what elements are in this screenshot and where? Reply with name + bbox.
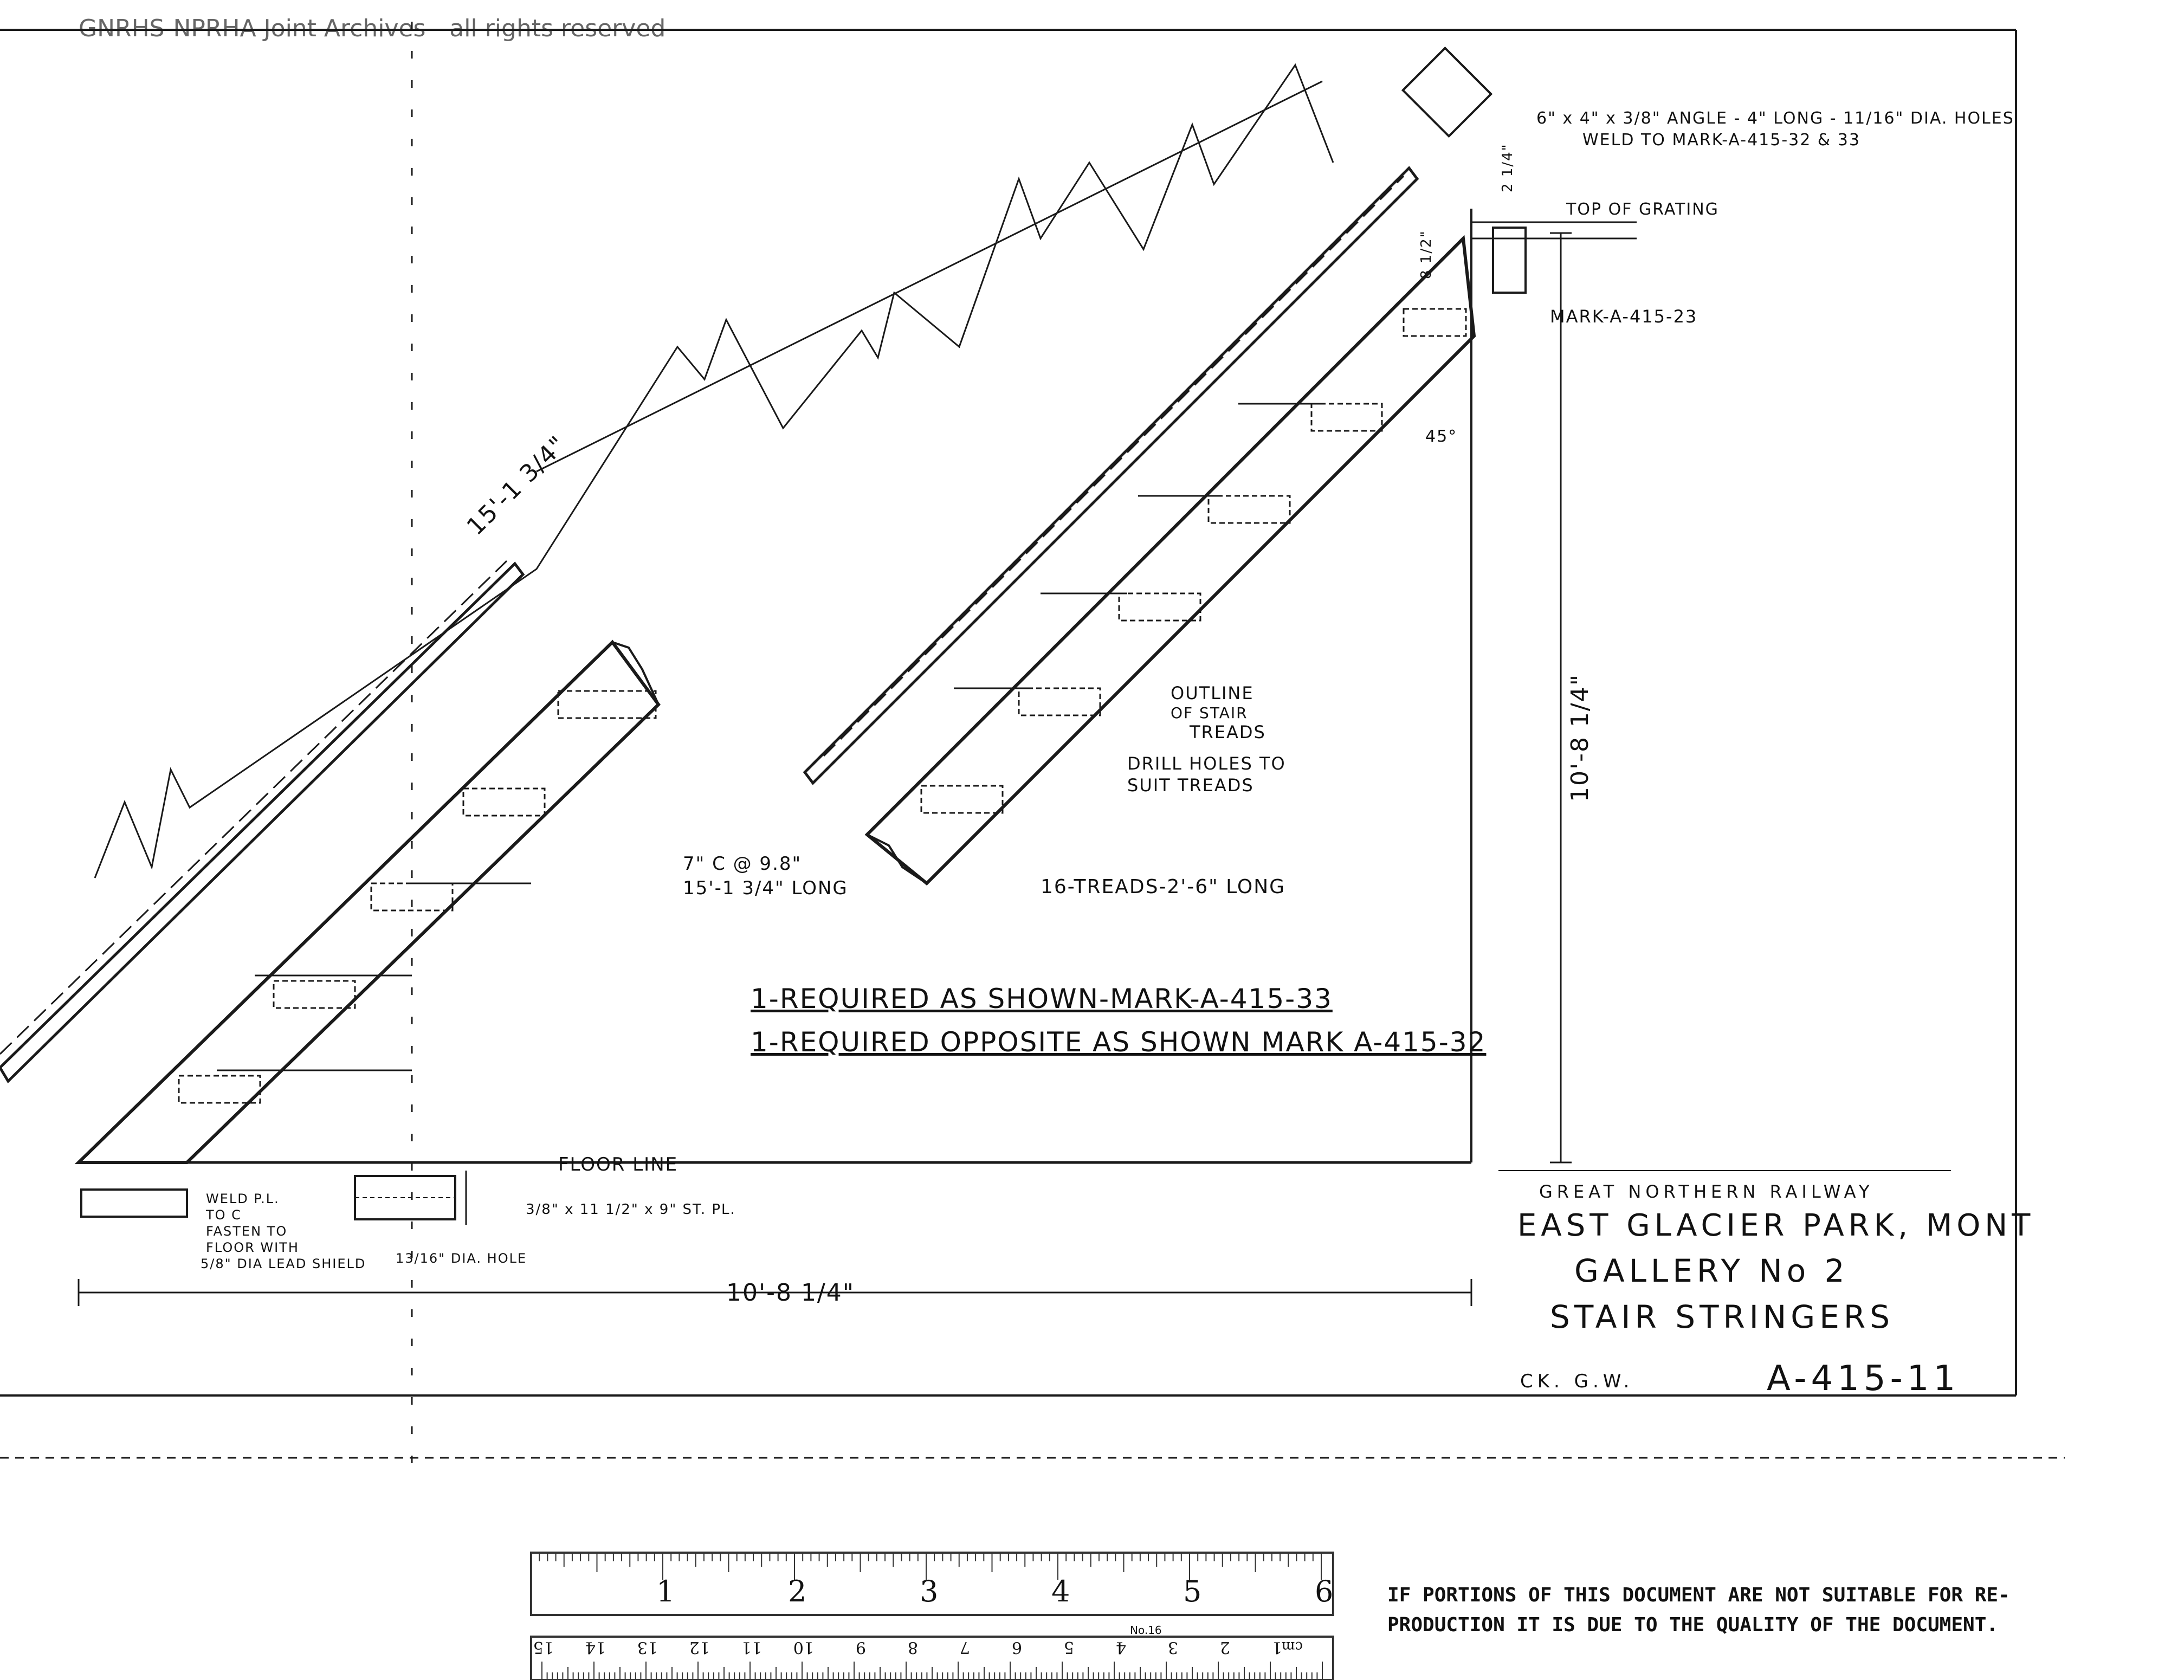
- ruler-cm-number: 9: [856, 1638, 866, 1657]
- floor-line: [79, 209, 1472, 1164]
- location: EAST GLACIER PARK, MONT: [1517, 1208, 2034, 1243]
- ruler-cm-number: 3: [1168, 1638, 1178, 1657]
- ruler-inch-number: 4: [1051, 1574, 1070, 1608]
- stringer-left: [0, 560, 661, 1164]
- weld-note-5: 5/8" DIA LEAD SHIELD: [201, 1256, 366, 1271]
- drawing-subject: STAIR STRINGERS: [1550, 1298, 1894, 1335]
- required-as-shown: 1-REQUIRED AS SHOWN-MARK-A-415-33: [751, 983, 1333, 1015]
- ruler-model: No.16: [1130, 1624, 1162, 1637]
- mark-23-label: MARK-A-415-23: [1550, 306, 1697, 327]
- required-opposite: 1-REQUIRED OPPOSITE AS SHOWN MARK A-415-…: [751, 1026, 1486, 1058]
- treads-right: [920, 308, 1467, 814]
- ruler-cm-number: 10: [793, 1638, 814, 1657]
- floor-line-label: FLOOR LINE: [558, 1154, 678, 1175]
- title-block: GREAT NORTHERN RAILWAY EAST GLACIER PARK…: [1498, 1170, 2034, 1399]
- ruler-inch-number: 6: [1315, 1574, 1333, 1608]
- ruler-cm-number: 14: [585, 1638, 606, 1657]
- weld-note-4: FLOOR WITH: [206, 1240, 299, 1255]
- top-angle-bracket: [1401, 46, 1637, 294]
- ruler-cm-number: 2: [1220, 1638, 1230, 1657]
- drawing-number: A-415-11: [1767, 1359, 1960, 1399]
- weld-note-2: TO C: [205, 1207, 242, 1223]
- weld-note-1: WELD P.L.: [206, 1191, 280, 1206]
- dim-diagonal-label: 15'-1 3/4": [462, 430, 572, 541]
- dimension-lines: [77, 80, 1572, 1306]
- sheet-border: [0, 22, 2065, 1463]
- ruler-cm-number: 11: [741, 1638, 762, 1657]
- break-lines: [94, 63, 1334, 878]
- notice-line2: PRODUCTION IT IS DUE TO THE QUALITY OF T…: [1387, 1614, 1998, 1636]
- ruler-inch-number: 5: [1183, 1574, 1201, 1608]
- weld-note-3: FASTEN TO: [206, 1224, 287, 1239]
- dim-8-1-2: 8 1/2": [1418, 230, 1435, 279]
- angle-spec-line1: 6" x 4" x 3/8" ANGLE - 4" LONG - 11/16" …: [1536, 109, 2014, 128]
- ruler-inch-number: 3: [920, 1574, 938, 1608]
- ruler-cm-number: 12: [689, 1638, 710, 1657]
- ruler-cm-unit: cm: [1282, 1638, 1303, 1655]
- ruler-cm-number: 6: [1012, 1638, 1022, 1657]
- ruler-cm-number: 8: [908, 1638, 918, 1657]
- ruler-cm-number: 4: [1116, 1638, 1126, 1657]
- ruler-cm-number: 15: [533, 1638, 554, 1657]
- watermark: GNRHS-NPRHA Joint Archives - all rights …: [79, 15, 665, 42]
- ruler-inch-number: 2: [788, 1574, 806, 1608]
- checked-by: CK. G.W.: [1520, 1371, 1633, 1392]
- ruler-cm-number: 13: [637, 1638, 658, 1657]
- annotations: 6" x 4" x 3/8" ANGLE - 4" LONG - 11/16" …: [201, 109, 2014, 1307]
- reproduction-notice: IF PORTIONS OF THIS DOCUMENT ARE NOT SUI…: [1387, 1584, 2010, 1636]
- stringer-right: [803, 166, 1476, 886]
- base-plate-detail: [80, 1171, 467, 1225]
- outline-label-3: TREADS: [1189, 722, 1266, 742]
- company-name: GREAT NORTHERN RAILWAY: [1539, 1181, 1874, 1202]
- top-of-grating-label: TOP OF GRATING: [1566, 200, 1719, 219]
- outline-label-1: OUTLINE: [1171, 683, 1254, 703]
- plate-spec-label: 3/8" x 11 1/2" x 9" ST. PL.: [526, 1201, 736, 1218]
- ruler-inch-labels: 1 2 3 4 5 6: [656, 1574, 1333, 1608]
- notice-line1: IF PORTIONS OF THIS DOCUMENT ARE NOT SUI…: [1387, 1584, 2010, 1606]
- angle-45-label: 45°: [1425, 427, 1457, 446]
- treads-label: 16-TREADS-2'-6" LONG: [1041, 876, 1285, 898]
- dim-2-1-4: 2 1/4": [1500, 143, 1516, 192]
- ruler-cm-number: 1: [1272, 1638, 1282, 1657]
- ruler-cm-number: 5: [1064, 1638, 1074, 1657]
- gallery-number: GALLERY No 2: [1574, 1252, 1849, 1289]
- outline-label-2: OF STAIR: [1171, 704, 1248, 722]
- dim-horizontal-label: 10'-8 1/4": [726, 1279, 855, 1307]
- treads-left: [178, 690, 657, 1104]
- ruler-inch-number: 1: [656, 1574, 675, 1608]
- drill-label-1: DRILL HOLES TO: [1127, 753, 1286, 774]
- ruler-cm-number: 7: [960, 1638, 970, 1657]
- channel-label-1: 7" C @ 9.8": [683, 853, 802, 875]
- angle-spec-line2: WELD TO MARK-A-415-32 & 33: [1582, 131, 1860, 150]
- dia-hole-label: 13/16" DIA. HOLE: [396, 1251, 527, 1266]
- channel-label-2: 15'-1 3/4" LONG: [683, 877, 848, 899]
- drill-label-2: SUIT TREADS: [1127, 775, 1254, 796]
- dim-vertical-label: 10'-8 1/4": [1566, 674, 1594, 802]
